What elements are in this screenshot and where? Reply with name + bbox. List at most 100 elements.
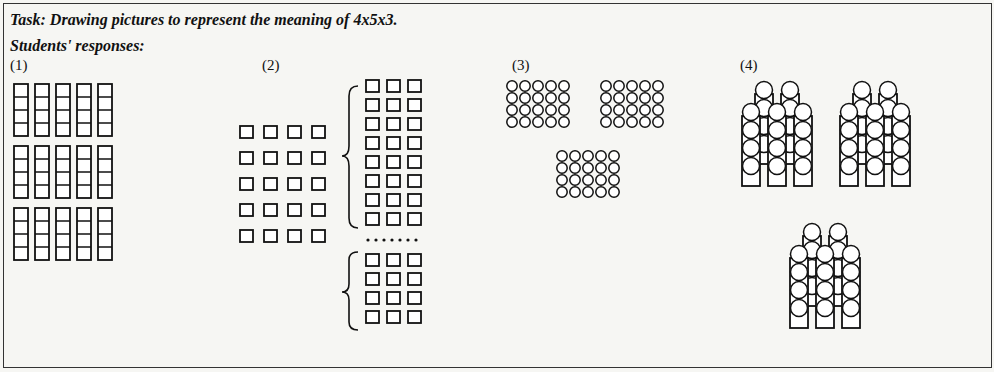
- rod-cell-line: [14, 233, 28, 235]
- unit-square: [312, 204, 325, 216]
- counter-circle: [601, 117, 611, 127]
- unit-square: [387, 80, 400, 92]
- rod: [35, 146, 49, 198]
- stack-circle: [867, 140, 884, 157]
- rod: [98, 84, 112, 136]
- unit-square: [366, 273, 379, 285]
- counter-circle: [653, 81, 663, 91]
- counter-circle: [557, 175, 567, 185]
- stack-circle: [817, 264, 834, 281]
- rod-cell-line: [35, 96, 49, 98]
- unit-square: [387, 254, 400, 266]
- rod-cell-line: [98, 122, 112, 124]
- counter-circle: [653, 105, 663, 115]
- stack-circle: [795, 104, 812, 121]
- rod: [35, 84, 49, 136]
- ellipsis-dot: [398, 238, 401, 241]
- unit-square: [240, 178, 253, 190]
- counter-circle: [627, 105, 637, 115]
- rod: [35, 208, 49, 260]
- ellipsis-dot: [414, 238, 417, 241]
- stack-circle: [880, 82, 897, 99]
- counter-circle: [609, 187, 619, 197]
- unit-square: [312, 178, 325, 190]
- counter-circle: [627, 93, 637, 103]
- stack-circle: [841, 158, 858, 175]
- counter-circle: [507, 105, 517, 115]
- stack-circle: [804, 224, 821, 241]
- counter-circle: [583, 187, 593, 197]
- rod-cell-line: [77, 233, 91, 235]
- stack-tube: [742, 116, 760, 186]
- counter-circle: [614, 81, 624, 91]
- counter-circle: [507, 117, 517, 127]
- stack-circle: [795, 140, 812, 157]
- counter-circle: [520, 105, 530, 115]
- stack-circle: [843, 282, 860, 299]
- unit-square: [408, 137, 421, 149]
- counter-circle: [653, 117, 663, 127]
- counter-circle: [570, 187, 580, 197]
- stack-circle: [867, 104, 884, 121]
- unit-square: [408, 99, 421, 111]
- counter-circle: [520, 93, 530, 103]
- counter-circle: [507, 81, 517, 91]
- rod: [77, 146, 91, 198]
- unit-square: [312, 152, 325, 164]
- rod-cell-line: [14, 171, 28, 173]
- rod-cell-line: [14, 220, 28, 222]
- unit-square: [387, 311, 400, 323]
- stack-circle: [782, 82, 799, 99]
- counter-circle: [583, 151, 593, 161]
- unit-square: [408, 118, 421, 130]
- unit-square: [387, 99, 400, 111]
- rod-cell-line: [77, 158, 91, 160]
- counter-circle: [627, 81, 637, 91]
- response-number: (1): [10, 56, 28, 74]
- stack-tube: [892, 116, 910, 186]
- stack-tube: [866, 116, 884, 186]
- rod: [56, 208, 70, 260]
- unit-square: [366, 311, 379, 323]
- stack-tube: [768, 116, 786, 186]
- counter-circle: [557, 151, 567, 161]
- rod-cell-line: [14, 122, 28, 124]
- unit-square: [387, 175, 400, 187]
- stack-circle: [769, 140, 786, 157]
- unit-square: [288, 152, 301, 164]
- rod: [77, 208, 91, 260]
- unit-square: [240, 230, 253, 242]
- unit-square: [408, 80, 421, 92]
- rod-cell-line: [98, 220, 112, 222]
- rod-cell-line: [98, 233, 112, 235]
- rod-cell-line: [56, 122, 70, 124]
- counter-circle: [627, 117, 637, 127]
- rod-cell-line: [35, 184, 49, 186]
- unit-square: [408, 156, 421, 168]
- task-frame: Task: Drawing pictures to represent the …: [3, 3, 992, 368]
- rod-cell-line: [77, 184, 91, 186]
- stack-tube: [842, 258, 860, 328]
- ellipsis-dot: [390, 238, 393, 241]
- unit-square: [387, 118, 400, 130]
- unit-square: [408, 175, 421, 187]
- rod-cell-line: [35, 220, 49, 222]
- counter-circle: [570, 163, 580, 173]
- stack-tube: [794, 116, 812, 186]
- rod-cell-line: [77, 220, 91, 222]
- counter-circle: [559, 93, 569, 103]
- rod: [56, 146, 70, 198]
- unit-square: [240, 152, 253, 164]
- counter-circle: [614, 93, 624, 103]
- rod-cell-line: [98, 109, 112, 111]
- unit-square: [387, 194, 400, 206]
- unit-square: [387, 137, 400, 149]
- rod-cell-line: [98, 184, 112, 186]
- stack-circle: [743, 104, 760, 121]
- responses-heading: Students' responses:: [10, 36, 985, 56]
- rod-cell-line: [56, 184, 70, 186]
- response-number: (2): [262, 56, 280, 74]
- rod: [14, 146, 28, 198]
- counter-circle: [601, 105, 611, 115]
- counter-circle: [640, 105, 650, 115]
